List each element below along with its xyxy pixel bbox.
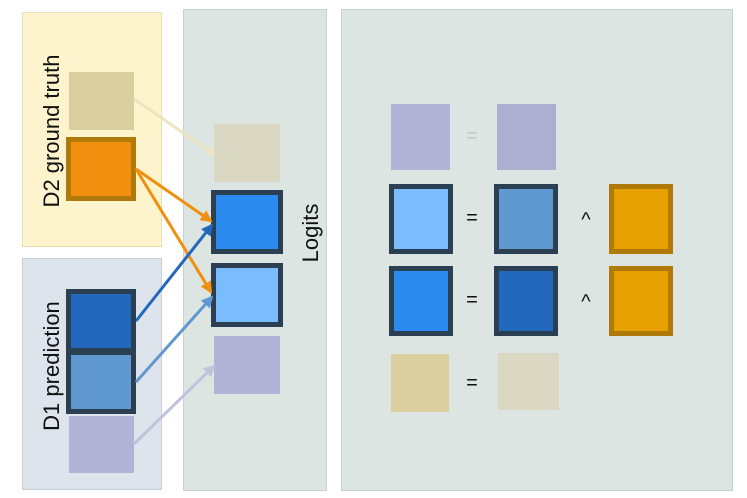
result-row2-and: ^ bbox=[581, 209, 591, 231]
result-row2-lhs-square bbox=[389, 184, 453, 254]
result-row3-rhs-square bbox=[494, 266, 558, 336]
logit-lavender-square bbox=[214, 336, 280, 394]
result-row2-rhs-square bbox=[494, 184, 558, 254]
logit-bright-blue-square bbox=[211, 190, 283, 254]
result-row1-equals: = bbox=[466, 125, 478, 147]
logit-tan-square bbox=[214, 124, 280, 182]
logit-light-blue-square bbox=[211, 263, 283, 327]
arrow-d1-lavender-to-logit bbox=[132, 364, 216, 446]
d1-lavender-square bbox=[69, 416, 134, 473]
arrow-d2-orange-to-light-blue bbox=[134, 168, 213, 294]
result-row4-lhs-square bbox=[391, 354, 449, 412]
result-row3-equals: = bbox=[466, 289, 478, 311]
d2-tan-square bbox=[69, 72, 134, 130]
arrow-d1-mid-to-light-blue bbox=[134, 295, 214, 383]
arrow-d2-tan-to-logit bbox=[133, 97, 216, 156]
result-row3-lhs-square bbox=[389, 266, 453, 336]
d2-orange-square bbox=[66, 137, 136, 201]
result-row1-rhs-square bbox=[497, 104, 556, 170]
result-row4-equals: = bbox=[466, 372, 478, 394]
result-row2-gold-square bbox=[609, 184, 673, 254]
result-row2-equals: = bbox=[466, 207, 478, 229]
arrow-d2-orange-to-bright-blue bbox=[135, 167, 213, 223]
result-row4-rhs-square bbox=[498, 353, 559, 410]
d1-mid-blue-square bbox=[66, 350, 136, 414]
result-row3-gold-square bbox=[609, 266, 673, 336]
result-row1-lhs-square bbox=[391, 104, 450, 170]
arrow-d1-dark-to-bright-blue bbox=[134, 223, 214, 322]
result-row3-and: ^ bbox=[581, 291, 591, 313]
